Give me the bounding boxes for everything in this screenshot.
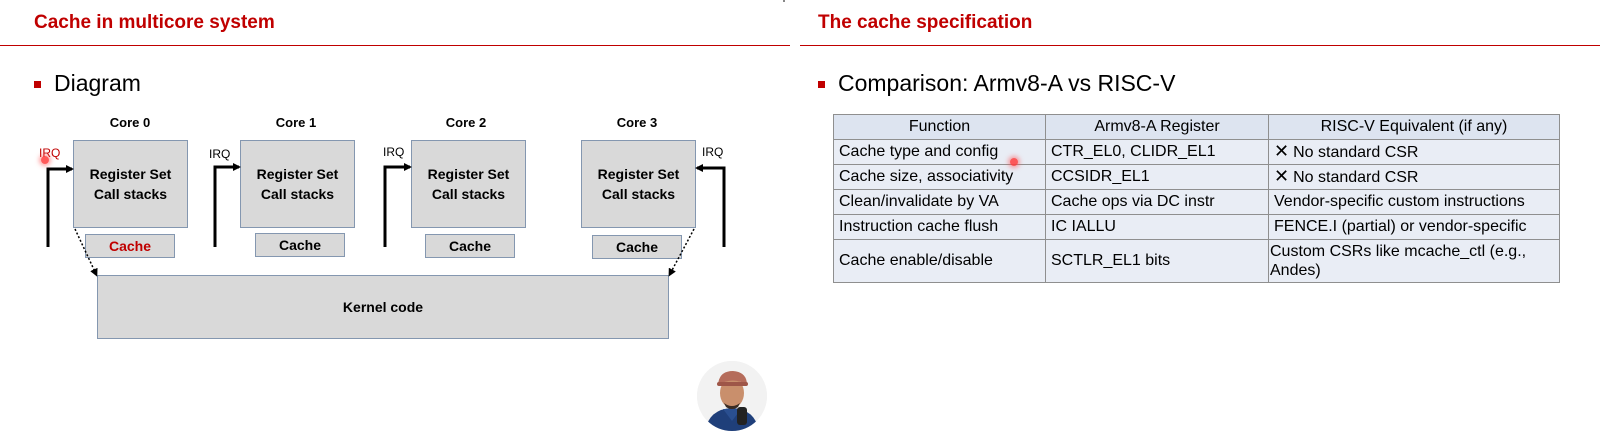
core-1-call-stacks: Call stacks — [260, 186, 335, 202]
right-bullet-text: Comparison: Armv8-A vs RISC-V — [838, 70, 1176, 96]
cell-riscv: ✕No standard CSR — [1268, 164, 1560, 190]
core-2-irq: IRQ — [383, 145, 405, 159]
left-bullet: Diagram — [34, 70, 141, 97]
core-2-register-set: Register Set — [427, 166, 510, 182]
right-bullet: Comparison: Armv8-A vs RISC-V — [818, 70, 1175, 97]
core-2-call-stacks: Call stacks — [431, 186, 506, 202]
presenter-avatar — [697, 361, 767, 431]
cell-riscv-text: No standard CSR — [1293, 169, 1419, 186]
cell-arm: SCTLR_EL1 bits — [1045, 239, 1269, 283]
table-row: Cache type and config CTR_EL0, CLIDR_EL1… — [833, 139, 1560, 165]
core-0-label: Core 0 — [109, 115, 151, 130]
core-3-irq: IRQ — [702, 145, 724, 159]
core-1-label: Core 1 — [275, 115, 317, 130]
core-0-box: Register Set Call stacks — [73, 140, 188, 228]
header-riscv: RISC-V Equivalent (if any) — [1268, 114, 1560, 140]
cell-function: Clean/invalidate by VA — [833, 189, 1046, 215]
core-3-call-stacks: Call stacks — [601, 186, 676, 202]
comparison-table: Function Armv8-A Register RISC-V Equival… — [833, 114, 1560, 283]
core-1-irq-arrow — [213, 163, 241, 247]
core-0-register-set: Register Set — [89, 166, 172, 182]
core-0-irq-arrow — [46, 165, 74, 247]
left-bullet-text: Diagram — [54, 70, 141, 96]
right-slide-title: The cache specification — [818, 12, 1033, 33]
core-1-cache: Cache — [255, 233, 345, 257]
cell-riscv: FENCE.I (partial) or vendor-specific — [1268, 214, 1560, 240]
core-2-label: Core 2 — [445, 115, 487, 130]
core-0-cache: Cache — [85, 234, 175, 258]
table-row: Instruction cache flush IC IALLU FENCE.I… — [833, 214, 1560, 240]
core-1-register-set: Register Set — [256, 166, 339, 182]
core-3-label: Core 3 — [616, 115, 658, 130]
core-3-register-set: Register Set — [597, 166, 680, 182]
table-row: Clean/invalidate by VA Cache ops via DC … — [833, 189, 1560, 215]
core-3-cache: Cache — [592, 235, 682, 259]
header-function: Function — [833, 114, 1046, 140]
left-slide: Cache in multicore system Diagram Core 0… — [0, 0, 790, 446]
cell-arm: CCSIDR_EL1 — [1045, 164, 1269, 190]
table-header-row: Function Armv8-A Register RISC-V Equival… — [833, 114, 1560, 140]
kernel-code-box: Kernel code — [97, 275, 669, 339]
cell-arm: IC IALLU — [1045, 214, 1269, 240]
x-mark-icon: ✕ — [1274, 166, 1290, 186]
table-row: Cache enable/disable SCTLR_EL1 bits Cust… — [833, 239, 1560, 283]
core-1-irq: IRQ — [209, 147, 231, 161]
cell-arm: CTR_EL0, CLIDR_EL1 — [1045, 139, 1269, 165]
top-tick-mark — [783, 0, 785, 2]
cell-riscv: ✕No standard CSR — [1268, 139, 1560, 165]
left-slide-title: Cache in multicore system — [34, 12, 275, 33]
header-armv8: Armv8-A Register — [1045, 114, 1269, 140]
core-2-cache: Cache — [425, 234, 515, 258]
cell-arm: Cache ops via DC instr — [1045, 189, 1269, 215]
table-row: Cache size, associativity CCSIDR_EL1 ✕No… — [833, 164, 1560, 190]
cell-function: Cache size, associativity — [833, 164, 1046, 190]
cell-riscv-text: No standard CSR — [1293, 144, 1419, 161]
right-title-rule — [800, 45, 1600, 46]
laser-pointer-icon — [41, 156, 49, 164]
right-slide: The cache specification Comparison: Armv… — [800, 0, 1600, 446]
cell-riscv: Vendor-specific custom instructions — [1268, 189, 1560, 215]
cell-function: Instruction cache flush — [833, 214, 1046, 240]
laser-pointer-icon — [1010, 158, 1018, 166]
core-0-call-stacks: Call stacks — [93, 186, 168, 202]
left-title-rule — [0, 45, 790, 46]
cell-riscv: Custom CSRs like mcache_ctl (e.g., Andes… — [1268, 239, 1560, 283]
core-2-box: Register Set Call stacks — [411, 140, 526, 228]
core-3-box: Register Set Call stacks — [581, 140, 696, 228]
cell-function: Cache enable/disable — [833, 239, 1046, 283]
bullet-square-icon — [818, 81, 825, 88]
core-3-irq-arrow — [695, 164, 726, 247]
core-2-irq-arrow — [383, 163, 412, 247]
bullet-square-icon — [34, 81, 41, 88]
core-1-box: Register Set Call stacks — [240, 140, 355, 228]
x-mark-icon: ✕ — [1274, 141, 1290, 161]
